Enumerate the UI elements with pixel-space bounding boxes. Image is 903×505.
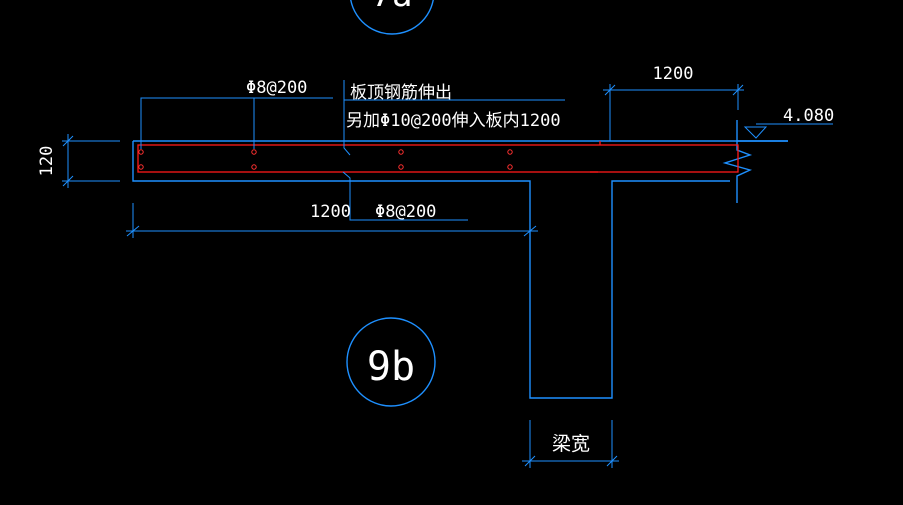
top-rebar-leader: Φ8@200: [140, 78, 333, 149]
rebar-dot: [251, 149, 257, 155]
rebar-dot: [251, 164, 257, 170]
rebar-lines: [137, 141, 739, 173]
right-extension-dimension: 1200: [603, 64, 744, 141]
bottom-rebar-leader: 1200 Φ8@200: [310, 171, 468, 222]
beam-width-text: 梁宽: [552, 433, 590, 455]
rebar-dot: [398, 164, 404, 170]
elevation-marker: 4.080: [743, 106, 834, 139]
right-extension-text: 1200: [653, 64, 694, 84]
thickness-dimension: 120: [37, 134, 120, 188]
beam-width-dimension: 梁宽: [522, 420, 619, 468]
detail-top-label: 7a: [372, 0, 413, 15]
detail-bubble: 9b: [346, 317, 436, 407]
bottom-length-text: 1200: [310, 202, 351, 222]
span-dimension: [126, 203, 538, 238]
rebar-dot: [138, 149, 144, 155]
note-line1: 板顶钢筋伸出: [350, 83, 452, 103]
rebar-dot: [507, 164, 513, 170]
note-line2: 另加Φ10@200伸入板内1200: [346, 111, 561, 131]
top-rebar-spec: Φ8@200: [246, 78, 307, 98]
rebar-dot: [507, 149, 513, 155]
slab-thickness-text: 120: [37, 146, 57, 177]
top-rebar: [137, 144, 739, 173]
detail-label: 9b: [367, 344, 415, 390]
rebar-dot: [398, 149, 404, 155]
rebar-dot: [138, 164, 144, 170]
detail-bubble-top: 7a: [350, 0, 434, 35]
bottom-rebar-spec: Φ8@200: [375, 202, 436, 222]
note-leader: 板顶钢筋伸出 另加Φ10@200伸入板内1200: [343, 80, 565, 156]
structure-outline: [132, 120, 788, 399]
elevation-text: 4.080: [783, 106, 834, 126]
